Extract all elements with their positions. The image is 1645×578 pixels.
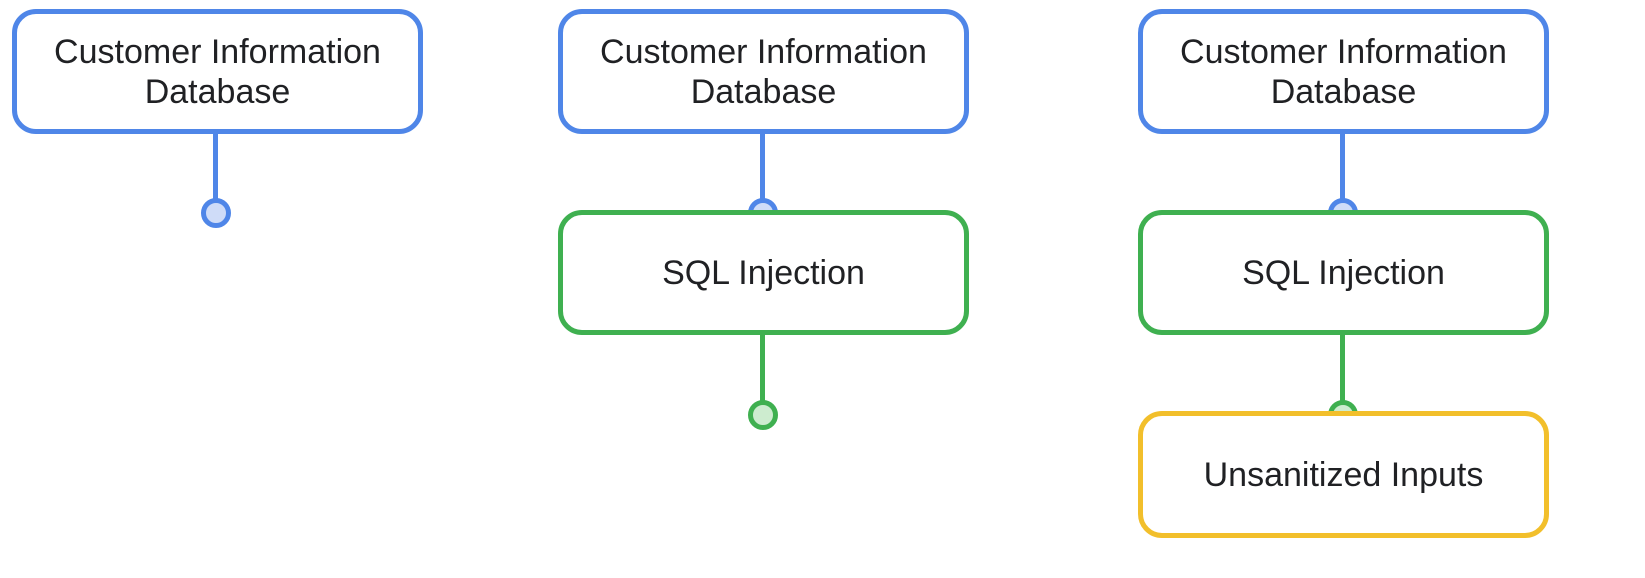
connector-line <box>760 134 765 200</box>
connector-line <box>760 335 765 401</box>
node-sql-injection: SQL Injection <box>558 210 969 335</box>
connector-line <box>1340 134 1345 200</box>
node-customer-information-database: Customer Information Database <box>558 9 969 134</box>
node-customer-information-database: Customer Information Database <box>12 9 423 134</box>
connector-endpoint <box>748 400 778 430</box>
connector-line <box>1340 335 1345 401</box>
node-label: Customer Information Database <box>1180 32 1507 111</box>
node-label: SQL Injection <box>1242 253 1445 292</box>
connector-line <box>213 134 218 200</box>
connector-endpoint <box>201 198 231 228</box>
node-customer-information-database: Customer Information Database <box>1138 9 1549 134</box>
node-unsanitized-inputs: Unsanitized Inputs <box>1138 411 1549 538</box>
node-sql-injection: SQL Injection <box>1138 210 1549 335</box>
node-label: Unsanitized Inputs <box>1203 455 1484 494</box>
node-label: Customer Information Database <box>54 32 381 111</box>
node-label: Customer Information Database <box>600 32 927 111</box>
node-label: SQL Injection <box>662 253 865 292</box>
